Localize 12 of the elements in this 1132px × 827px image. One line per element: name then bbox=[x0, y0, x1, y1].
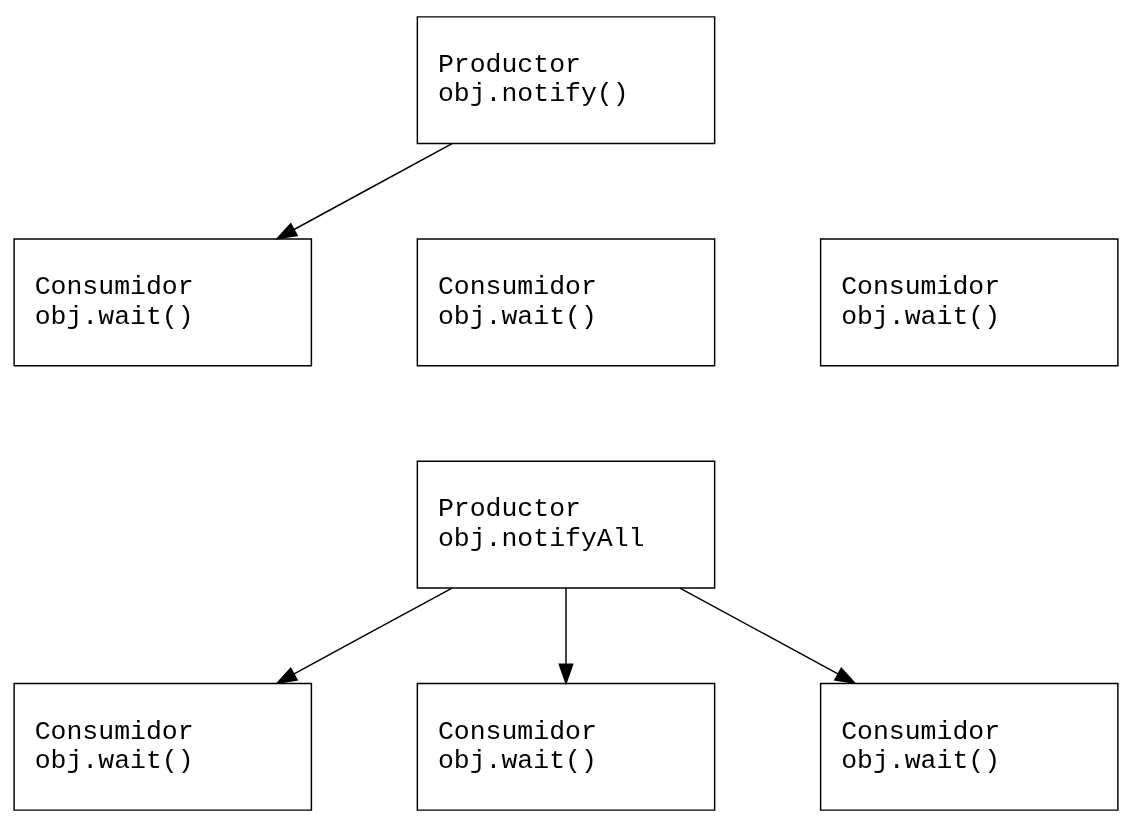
node-box: Consumidor obj.wait() bbox=[13, 238, 313, 367]
node-box: Consumidor obj.wait() bbox=[819, 238, 1119, 367]
node-box: Consumidor obj.wait() bbox=[819, 682, 1119, 811]
node-box: Consumidor obj.wait() bbox=[416, 682, 716, 811]
arrow bbox=[275, 587, 453, 685]
node-box: Consumidor obj.wait() bbox=[13, 682, 313, 811]
node-box: Consumidor obj.wait() bbox=[416, 238, 716, 367]
arrow bbox=[679, 587, 857, 685]
arrow bbox=[275, 142, 453, 240]
arrow bbox=[558, 587, 574, 686]
node-box: Productor obj.notify() bbox=[416, 16, 716, 145]
node-box: Productor obj.notifyAll bbox=[416, 460, 716, 589]
